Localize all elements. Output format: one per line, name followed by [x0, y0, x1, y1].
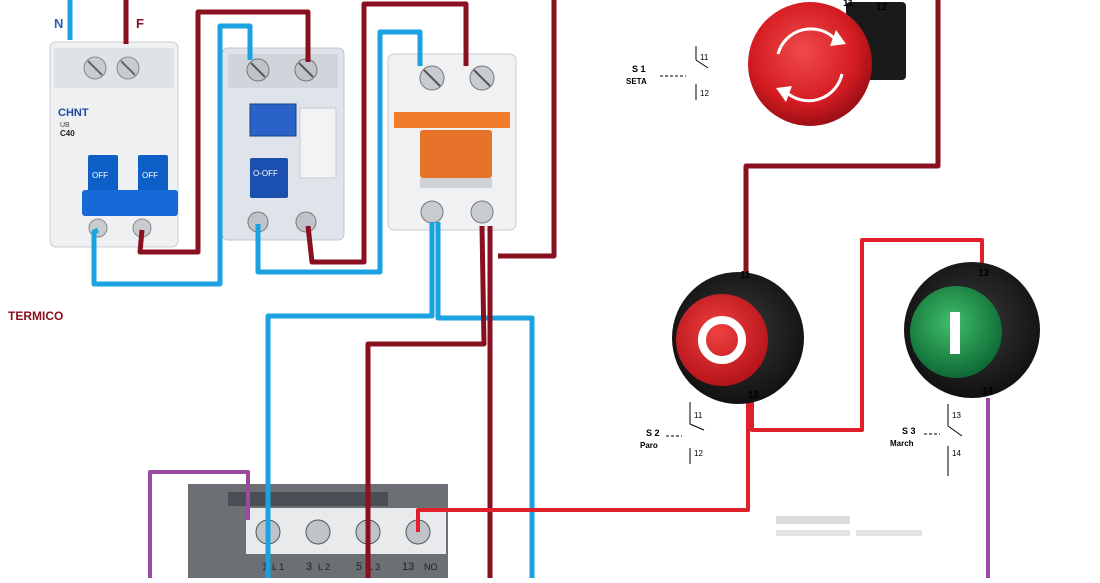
- contactor-l2: L 2: [318, 562, 330, 572]
- phase-label: F: [136, 16, 144, 31]
- phase-wire: [137, 9, 311, 255]
- circuit-breaker: CHNT UB C40 OFF OFF: [49, 41, 179, 248]
- rcd-switch: O-OFF: [221, 47, 345, 241]
- contactor-l1: L 1: [272, 562, 284, 572]
- neutral-wire: [91, 23, 253, 287]
- seta-terminal-12: 12: [876, 2, 888, 13]
- control-wires: [148, 238, 990, 578]
- control-wire: [750, 238, 984, 432]
- symbol-s3-march: S 3 March 13 14: [890, 404, 963, 476]
- s3-t1: 13: [952, 411, 961, 420]
- contactor-no: NO: [424, 562, 438, 572]
- paro-terminal-12: 12: [748, 390, 760, 401]
- symbol-s1-seta: S 1 SETA 11 12: [626, 46, 709, 100]
- phase-wires: [123, 0, 941, 578]
- s1-desc: SETA: [626, 77, 647, 86]
- placeholder-bar: [856, 530, 922, 536]
- s2-t1: 11: [694, 411, 703, 420]
- phase-wire: [498, 0, 557, 259]
- termico-label: TERMICO: [8, 309, 63, 323]
- paro-terminal-11: 11: [740, 270, 751, 281]
- s2-name: S 2: [646, 428, 660, 438]
- contactor-t1: 1: [262, 561, 268, 573]
- placeholder-bar: [776, 516, 850, 524]
- breaker-rating: C40: [60, 129, 75, 138]
- breaker-off-right: OFF: [142, 171, 158, 180]
- s2-t2: 12: [694, 449, 703, 458]
- symbol-s2-paro: S 2 Paro 11 12: [640, 402, 705, 464]
- neutral-wire: [255, 29, 423, 275]
- coil-wire: [148, 470, 250, 578]
- breaker-series: UB: [60, 122, 70, 129]
- contactor: 1 L 1 3 L 2 5 L 3 13 NO: [188, 484, 448, 578]
- s3-name: S 3: [902, 426, 916, 436]
- s1-t1: 11: [700, 53, 709, 62]
- contactor-t3: 3: [306, 561, 312, 573]
- rcd-toggle-text: O-OFF: [253, 169, 278, 178]
- breaker-brand: CHNT: [58, 107, 89, 119]
- march-terminal-13: 13: [978, 268, 990, 279]
- phase-wire: [305, 1, 469, 265]
- mushroom-emergency-button[interactable]: 11 12: [748, 0, 906, 126]
- contactor-t13: 13: [402, 561, 414, 573]
- s2-desc: Paro: [640, 441, 658, 450]
- start-button[interactable]: 13 14: [904, 262, 1040, 398]
- breaker-orange: [387, 53, 517, 231]
- placeholder-bar: [776, 530, 850, 536]
- bar-i-icon: [950, 312, 960, 354]
- contactor-l3: L 3: [368, 562, 380, 572]
- s1-name: S 1: [632, 64, 646, 74]
- contactor-t5: 5: [356, 561, 362, 573]
- s3-desc: March: [890, 439, 914, 448]
- s3-t2: 14: [952, 449, 961, 458]
- march-terminal-14: 14: [982, 386, 994, 397]
- breaker-off-left: OFF: [92, 171, 108, 180]
- seta-terminal-11: 11: [843, 0, 854, 9]
- neutral-label: N: [54, 16, 63, 31]
- phase-wire: [365, 225, 487, 578]
- s1-t2: 12: [700, 89, 709, 98]
- phase-wire: [743, 0, 941, 282]
- circle-o-icon: [698, 316, 746, 364]
- neutral-wire: [265, 222, 435, 578]
- control-wire: [416, 402, 750, 532]
- rotate-arrows-icon: [776, 27, 846, 103]
- stop-button[interactable]: 11 12: [672, 270, 804, 404]
